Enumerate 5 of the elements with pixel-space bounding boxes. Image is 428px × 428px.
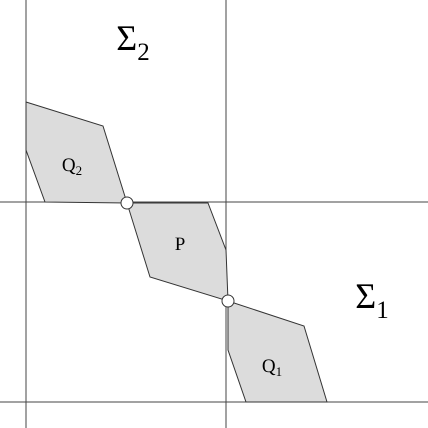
region-label: Σ$_{1}$ <box>355 275 389 325</box>
region-label: Q$_{1}$ <box>262 356 282 380</box>
region-label: P <box>174 234 186 256</box>
region-label: Q$_{2}$ <box>62 155 82 179</box>
region-label: Σ$_{2}$ <box>116 17 150 67</box>
